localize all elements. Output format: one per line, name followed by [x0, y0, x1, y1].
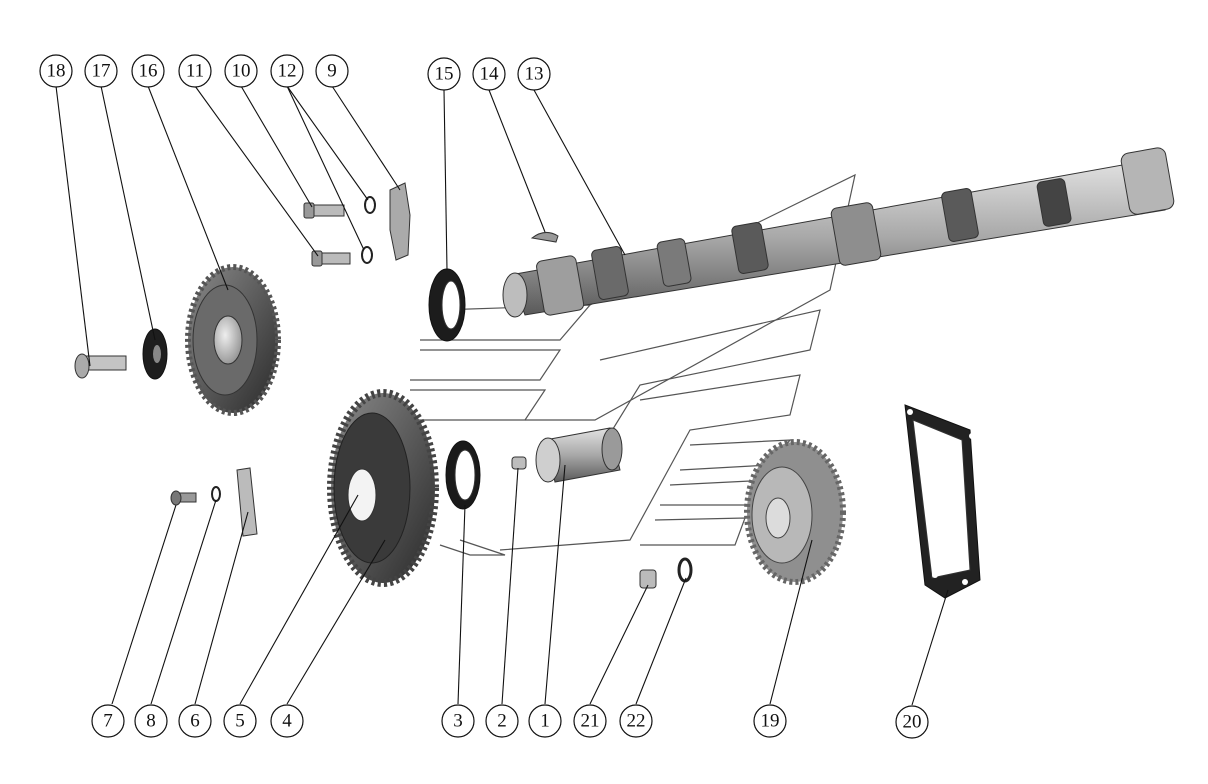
- bolt-18: [74, 353, 127, 379]
- assembly-guides: [400, 173, 856, 556]
- bolt-11: [311, 250, 351, 267]
- callout-9: 9: [315, 54, 349, 88]
- svg-text:17: 17: [92, 61, 111, 82]
- callout-labels: 18 17 16 11 10 12 9 15 14 13 7 8 6 5 4 3…: [39, 54, 929, 739]
- bolt-7: [170, 490, 197, 506]
- lock-washer-12-a: [364, 196, 376, 214]
- svg-text:5: 5: [235, 711, 245, 732]
- gasket: [904, 404, 981, 599]
- bushing-21: [639, 569, 657, 589]
- svg-text:8: 8: [146, 711, 156, 732]
- callout-10: 10: [224, 54, 258, 88]
- callout-3: 3: [441, 704, 475, 738]
- thrust-washer: [428, 268, 466, 342]
- callout-6: 6: [178, 704, 212, 738]
- callout-11: 11: [178, 54, 212, 88]
- svg-text:11: 11: [186, 61, 204, 82]
- callout-18: 18: [39, 54, 73, 88]
- washer-17: [142, 328, 168, 380]
- svg-text:2: 2: [497, 711, 507, 732]
- svg-text:9: 9: [327, 61, 337, 82]
- washer-22: [677, 557, 693, 583]
- callout-19: 19: [753, 704, 787, 738]
- svg-text:7: 7: [103, 711, 113, 732]
- callout-17: 17: [84, 54, 118, 88]
- callout-7: 7: [91, 704, 125, 738]
- callout-21: 21: [573, 704, 607, 738]
- svg-text:14: 14: [480, 64, 500, 85]
- callout-20: 20: [895, 705, 929, 739]
- callout-2: 2: [485, 704, 519, 738]
- lock-washer-12-b: [361, 246, 373, 264]
- idler-gear: [744, 439, 846, 585]
- svg-text:1: 1: [540, 711, 550, 732]
- ring-3: [445, 440, 481, 510]
- woodruff-key: [530, 232, 559, 243]
- callout-15: 15: [427, 57, 461, 91]
- callout-16: 16: [131, 54, 165, 88]
- callout-1: 1: [528, 704, 562, 738]
- svg-text:3: 3: [453, 711, 463, 732]
- lock-plate-6: [236, 467, 258, 537]
- svg-text:22: 22: [627, 711, 646, 732]
- pin-2: [511, 456, 527, 470]
- callout-8: 8: [134, 704, 168, 738]
- svg-text:10: 10: [232, 61, 251, 82]
- gear-16: [185, 264, 281, 416]
- thrust-plate: [389, 182, 411, 261]
- callout-13: 13: [517, 57, 551, 91]
- callout-22: 22: [619, 704, 653, 738]
- idler-shaft: [535, 427, 623, 483]
- callout-5: 5: [223, 704, 257, 738]
- svg-text:4: 4: [282, 711, 292, 732]
- svg-text:20: 20: [903, 712, 922, 733]
- svg-text:21: 21: [581, 711, 600, 732]
- svg-text:18: 18: [47, 61, 66, 82]
- camshaft: [502, 147, 1175, 318]
- svg-text:13: 13: [525, 64, 544, 85]
- leader-lines: [55, 85, 949, 706]
- svg-text:15: 15: [435, 64, 454, 85]
- callout-14: 14: [472, 57, 506, 91]
- svg-text:12: 12: [278, 61, 297, 82]
- callout-12: 12: [270, 54, 304, 88]
- camshaft-gear: [327, 389, 439, 587]
- svg-text:16: 16: [139, 61, 158, 82]
- washer-8: [211, 486, 221, 502]
- svg-text:6: 6: [190, 711, 200, 732]
- svg-text:19: 19: [761, 711, 780, 732]
- callout-4: 4: [270, 704, 304, 738]
- bolt-10: [303, 202, 345, 219]
